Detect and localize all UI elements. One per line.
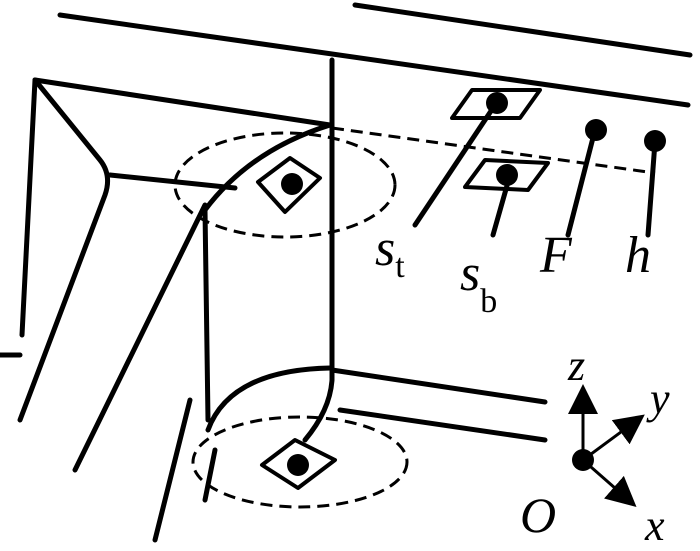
beam-far-line (352, 2, 693, 58)
sensor-sb-frame (463, 158, 550, 192)
label-sb: sb (460, 245, 497, 320)
label-h: h (625, 227, 651, 284)
leader-F (565, 127, 598, 238)
sensor-top-frame (256, 156, 322, 214)
cylinder-left-side (202, 207, 211, 423)
sensor-sb-dot (496, 164, 518, 186)
cylinder-right-side (302, 57, 335, 443)
label-origin: O (520, 487, 556, 543)
floor-line-2 (337, 407, 548, 443)
label-y-axis: y (646, 374, 670, 423)
leader-h (645, 139, 658, 238)
wall-left-edge (19, 77, 38, 338)
label-x-axis: x (644, 501, 665, 550)
label-z-axis: z (567, 341, 585, 390)
x-axis-arrow (582, 458, 637, 507)
dashed-region-bottom (191, 415, 409, 509)
sensor-top-dot (281, 173, 303, 195)
floor-line-1 (329, 367, 548, 405)
sensor-F-dot (585, 119, 607, 141)
wall-diagonal (72, 202, 208, 473)
dashed-region-top (173, 131, 397, 239)
sensor-st-frame (450, 88, 542, 120)
leader-st (412, 102, 498, 228)
label-F: F (539, 227, 573, 284)
wall-corner (17, 77, 111, 423)
cylinder-bottom-arc (205, 365, 333, 433)
sensor-st-dot (486, 92, 508, 114)
dashed-reference-line (331, 126, 656, 175)
beam-top-line (57, 12, 691, 108)
sensor-bottom-dot (287, 454, 309, 476)
sensor-h-dot (644, 130, 666, 152)
column-lower-2 (202, 447, 218, 503)
wall-bottom-ledge (107, 172, 238, 191)
beam-edge-line (32, 77, 333, 128)
sensor-bottom-frame (260, 438, 337, 490)
label-st: st (375, 220, 405, 285)
y-axis-arrow (582, 414, 645, 462)
column-lower-left (152, 397, 193, 543)
cylinder-top-curve (202, 122, 333, 213)
